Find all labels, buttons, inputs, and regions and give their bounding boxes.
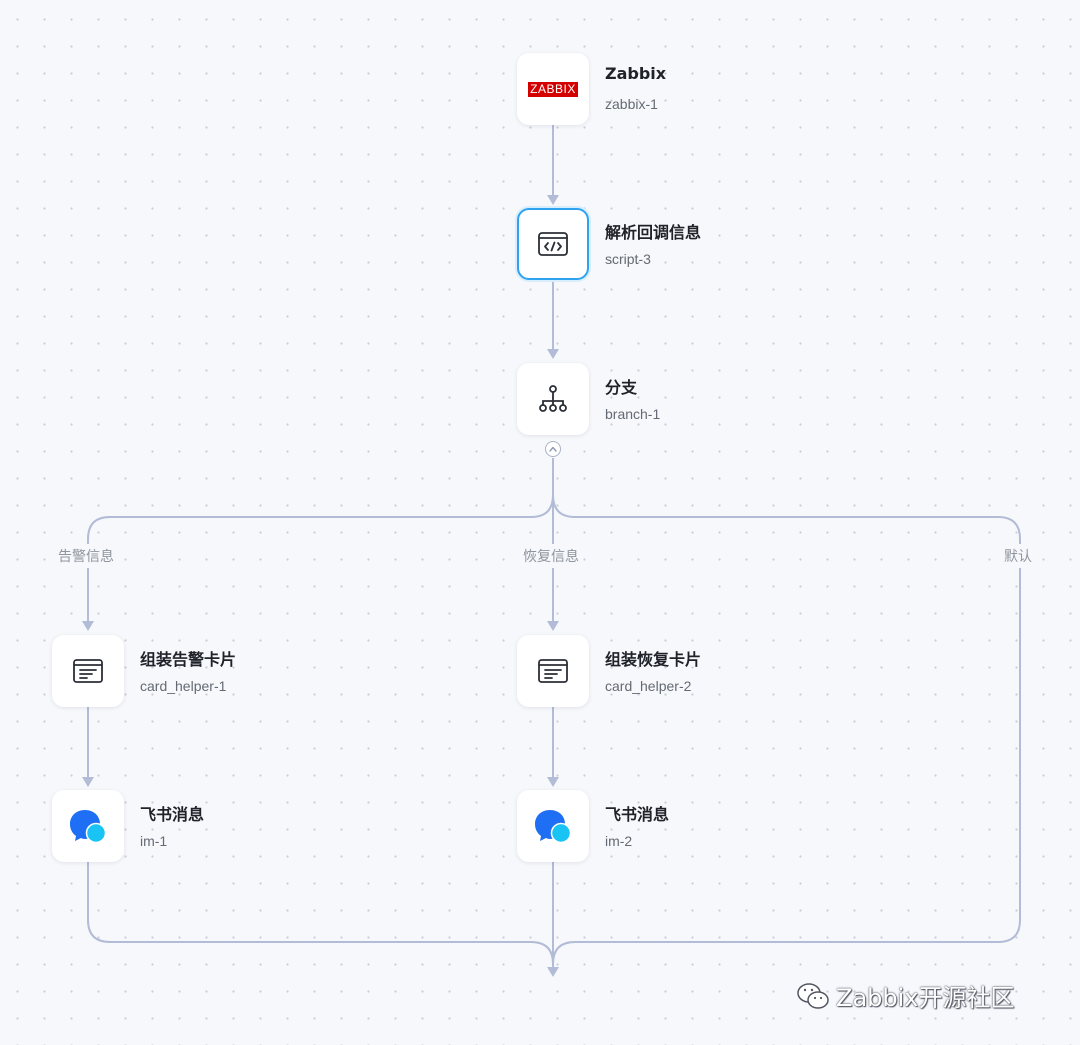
- node-script-box[interactable]: [517, 208, 589, 280]
- watermark-text: Zabbix开源社区: [836, 984, 1015, 1012]
- chevron-up-icon: [549, 446, 557, 452]
- node-title: Zabbix: [605, 64, 667, 83]
- arrow-im2: [547, 777, 559, 787]
- arrow-branch: [547, 349, 559, 359]
- node-title: 组装恢复卡片: [605, 650, 702, 669]
- node-subtitle: im-2: [605, 833, 633, 849]
- arrow-merge: [547, 967, 559, 977]
- node-subtitle: card_helper-2: [605, 678, 692, 694]
- edge-branch-right: [552, 494, 1021, 965]
- node-title: 分支: [605, 378, 638, 397]
- zabbix-logo-icon: ZABBIX: [528, 81, 578, 97]
- message-bubble-icon: [70, 810, 107, 844]
- node-im-1-box[interactable]: [52, 790, 124, 862]
- card-icon: [538, 659, 568, 683]
- node-title: 飞书消息: [605, 805, 670, 824]
- node-subtitle: card_helper-1: [140, 678, 227, 694]
- node-title: 组装告警卡片: [140, 650, 237, 669]
- arrow-im1: [82, 777, 94, 787]
- edge-im1-merge: [87, 862, 554, 965]
- branch-label-alert[interactable]: 告警信息: [58, 544, 114, 568]
- node-subtitle: script-3: [605, 251, 651, 267]
- node-title: 飞书消息: [140, 805, 205, 824]
- branch-icon: [539, 385, 567, 412]
- node-card-helper-1-box[interactable]: [52, 635, 124, 707]
- node-branch-box[interactable]: [517, 363, 589, 435]
- collapse-branch-button[interactable]: [545, 441, 561, 457]
- node-card-helper-2-box[interactable]: [517, 635, 589, 707]
- arrow-card2: [547, 621, 559, 631]
- node-subtitle: branch-1: [605, 406, 661, 422]
- node-title: 解析回调信息: [605, 223, 702, 242]
- branch-label-default[interactable]: 默认: [1004, 544, 1032, 568]
- message-bubble-icon: [535, 810, 572, 844]
- card-icon: [73, 659, 103, 683]
- node-im-2-box[interactable]: [517, 790, 589, 862]
- node-subtitle: zabbix-1: [605, 96, 658, 112]
- arrow-card1: [82, 621, 94, 631]
- watermark: Zabbix开源社区: [796, 978, 1015, 1013]
- node-subtitle: im-1: [140, 833, 168, 849]
- node-zabbix-box[interactable]: ZABBIX: [517, 53, 589, 125]
- arrow-script: [547, 195, 559, 205]
- edge-branch-left: [87, 494, 554, 622]
- wechat-icon: [797, 982, 829, 1009]
- branch-label-recovery[interactable]: 恢复信息: [523, 544, 579, 568]
- code-icon: [538, 232, 568, 256]
